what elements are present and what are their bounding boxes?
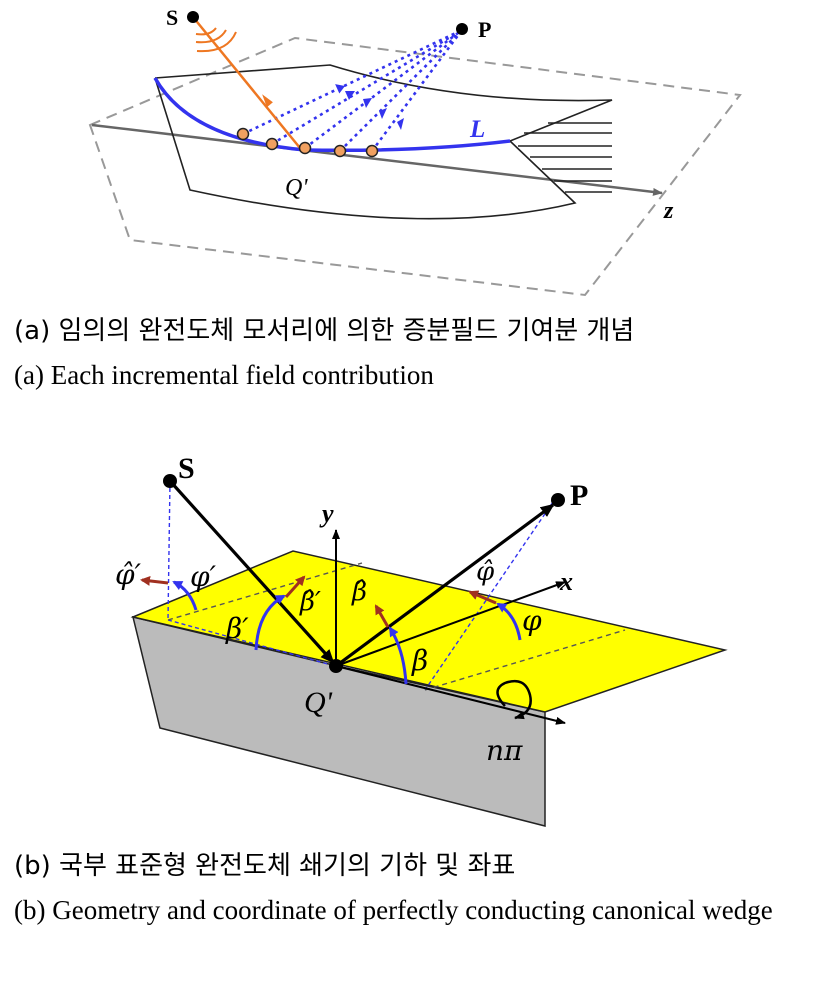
figure-b: S P y x Q' φ̂′ φ′ β′ β̂′ β̂ β φ̂ φ nπ [115,452,728,827]
scattered-ray-b [335,503,555,668]
diffracted-rays [242,28,464,152]
x-axis [335,581,566,667]
unit-vectors [140,575,497,628]
observer-dot [456,23,468,35]
point-label: Q' [285,175,308,201]
edge-z-axis [335,665,566,725]
caption-a-english: (a) Each incremental field contribution [14,360,434,390]
caption-b-english: (b) Geometry and coordinate of perfectly… [14,895,773,925]
beta-prime-label: β′ [225,612,249,645]
x-axis-label: x [559,567,573,596]
wedge-outline [154,64,613,220]
source-label-b: S [178,452,195,485]
construction-lines [167,480,626,691]
n-pi-rotation-arrow [496,679,532,720]
source-label: S [166,5,178,30]
beta-label: β [411,644,428,677]
wedge-gray-face [131,615,546,827]
beta-hat-prime-label: β̂′ [299,587,321,617]
y-axis-label: y [319,499,334,528]
z-axis-label: z [663,198,674,224]
wedge-hatching [518,122,612,193]
phi-label: φ [522,604,542,637]
figure-a: S P L Q' z [88,5,742,297]
phi-hat-label: φ̂ [476,557,495,587]
caption-a-korean: (a) 임의의 완전도체 모서리에 의한 증분필드 기여분 개념 [14,316,635,346]
observer-dot-b [551,493,565,507]
curve-label: L [469,116,485,143]
n-pi-label: nπ [486,734,523,767]
wavefront-arcs [195,27,237,53]
q-prime-dot [329,659,343,673]
incident-arrowhead [262,94,273,108]
source-dot [187,11,199,23]
incident-ray [192,16,301,149]
observer-label: P [478,17,491,42]
angle-arcs [172,580,522,685]
observer-label-b: P [570,479,588,512]
beta-hat-label: β̂ [351,577,367,607]
caption-b-korean: (b) 국부 표준형 완전도체 쇄기의 기하 및 좌표 [14,851,516,881]
z-axis [91,123,663,196]
incident-ray-b [168,479,335,664]
ray-arrowheads [335,84,404,130]
source-dot-b [163,474,177,488]
phi-prime-label: φ′ [190,560,217,593]
edge-points [236,127,379,158]
q-prime-label: Q' [304,686,333,719]
phi-hat-prime-label: φ̂′ [115,558,142,591]
